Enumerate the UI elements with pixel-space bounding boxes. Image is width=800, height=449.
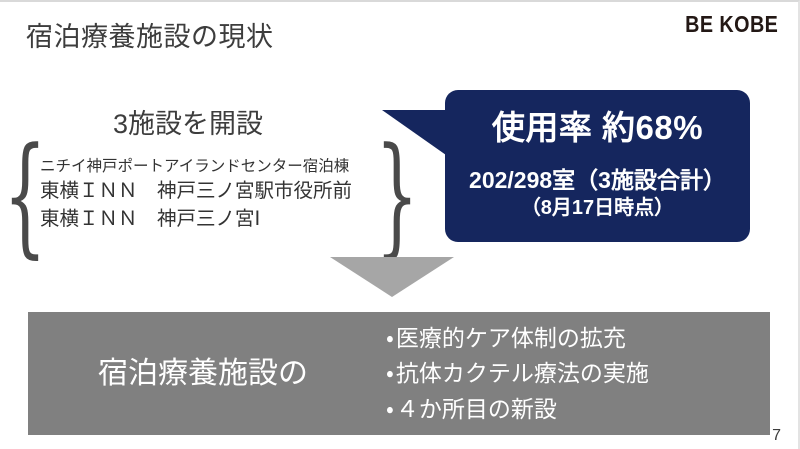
bullet-marker-icon: ・ xyxy=(386,324,394,351)
callout-tail-icon xyxy=(382,110,446,155)
list-item-label: ４か所目の新設 xyxy=(395,395,557,422)
usage-rate-value: 使用率 約68% xyxy=(491,109,704,146)
result-band-label: 宿泊療養施設の xyxy=(98,356,308,390)
bullet-marker-icon: ・ xyxy=(386,395,394,422)
list-item-label: 抗体カクテル療法の実施 xyxy=(395,360,649,387)
bullet-marker-icon: ・ xyxy=(386,360,394,387)
list-item: 東横ＩＮＮ 神戸三ノ宮駅市役所前 xyxy=(40,179,353,202)
rooms-occupancy-value: 202/298室（3施設合計） xyxy=(469,166,726,193)
page-number: 7 xyxy=(772,427,781,444)
result-band: 宿泊療養施設の ・医療的ケア体制の拡充 ・抗体カクテル療法の実施 ・４か所目の新… xyxy=(28,312,770,435)
usage-rate-callout: 使用率 約68% 202/298室（3施設合計） （8月17日時点） xyxy=(382,90,750,242)
facility-list: ニチイ神戸ポートアイランドセンター宿泊棟 東横ＩＮＮ 神戸三ノ宮駅市役所前 東横… xyxy=(34,157,388,233)
result-bullet-list: ・医療的ケア体制の拡充 ・抗体カクテル療法の実施 ・４か所目の新設 xyxy=(378,323,770,425)
list-item-label: 医療的ケア体制の拡充 xyxy=(395,324,626,351)
list-item: 東横ＩＮＮ 神戸三ノ宮Ⅰ xyxy=(40,207,261,230)
page-title: 宿泊療養施設の現状 xyxy=(26,22,274,52)
facility-list-group: { ニチイ神戸ポートアイランドセンター宿泊棟 東横ＩＮＮ 神戸三ノ宮駅市役所前 … xyxy=(3,118,419,271)
facility-count-heading: 3施設を開設 xyxy=(113,109,264,139)
triangle-down-icon xyxy=(330,257,454,297)
list-item: ・４か所目の新設 xyxy=(386,394,770,425)
list-item: ・医療的ケア体制の拡充 xyxy=(386,323,770,354)
list-item: ニチイ神戸ポートアイランドセンター宿泊棟 xyxy=(40,157,350,175)
list-item: ・抗体カクテル療法の実施 xyxy=(386,358,770,389)
as-of-date: （8月17日時点） xyxy=(520,197,675,220)
be-kobe-logo: BE KOBE xyxy=(684,11,778,37)
